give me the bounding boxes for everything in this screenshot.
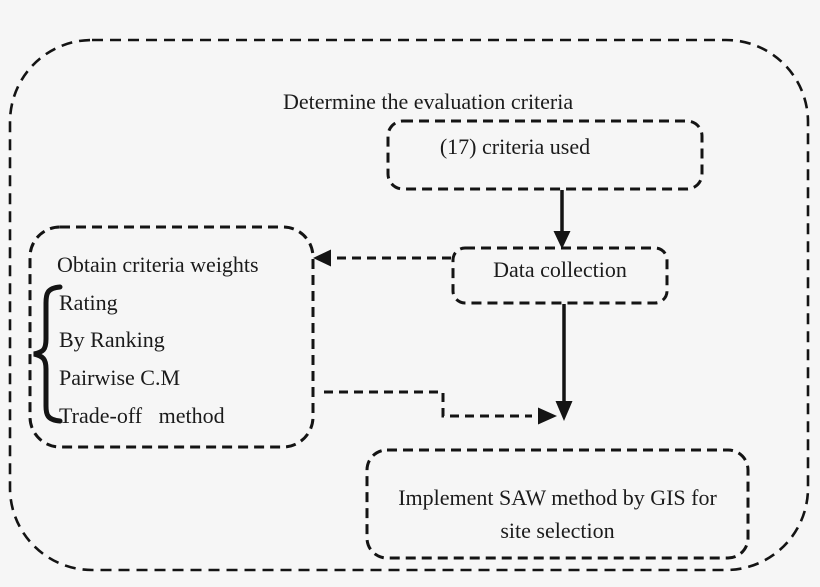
data-collection-label: Data collection: [493, 257, 627, 282]
weights-method-rating: Rating: [59, 290, 118, 315]
weights-method-pairwise: Pairwise C.M: [59, 365, 180, 390]
saw-label-line2: site selection: [500, 518, 615, 543]
data-collection-box-border: [451, 246, 669, 305]
weights-method-by-ranking: By Ranking: [59, 327, 165, 352]
arrow-datacollection-to-weights: [313, 249, 451, 267]
saw-label-line1: Implement SAW method by GIS for: [398, 485, 717, 510]
saw-box-border: [365, 448, 750, 560]
weights-heading: Obtain criteria weights: [57, 252, 259, 277]
arrow-datacollection-down: [555, 304, 573, 421]
criteria-used-box-border: [386, 119, 704, 191]
diagram-title: Determine the evaluation criteria: [283, 89, 574, 114]
connector-weights-to-flow: [324, 390, 557, 425]
outer-boundary-border: [8, 38, 810, 572]
criteria-used-label: (17) criteria used: [439, 134, 591, 159]
curly-brace-icon: [33, 284, 63, 424]
arrow-criteria-to-datacollection: [553, 190, 571, 249]
weights-method-tradeoff: Trade-off method: [59, 403, 225, 428]
